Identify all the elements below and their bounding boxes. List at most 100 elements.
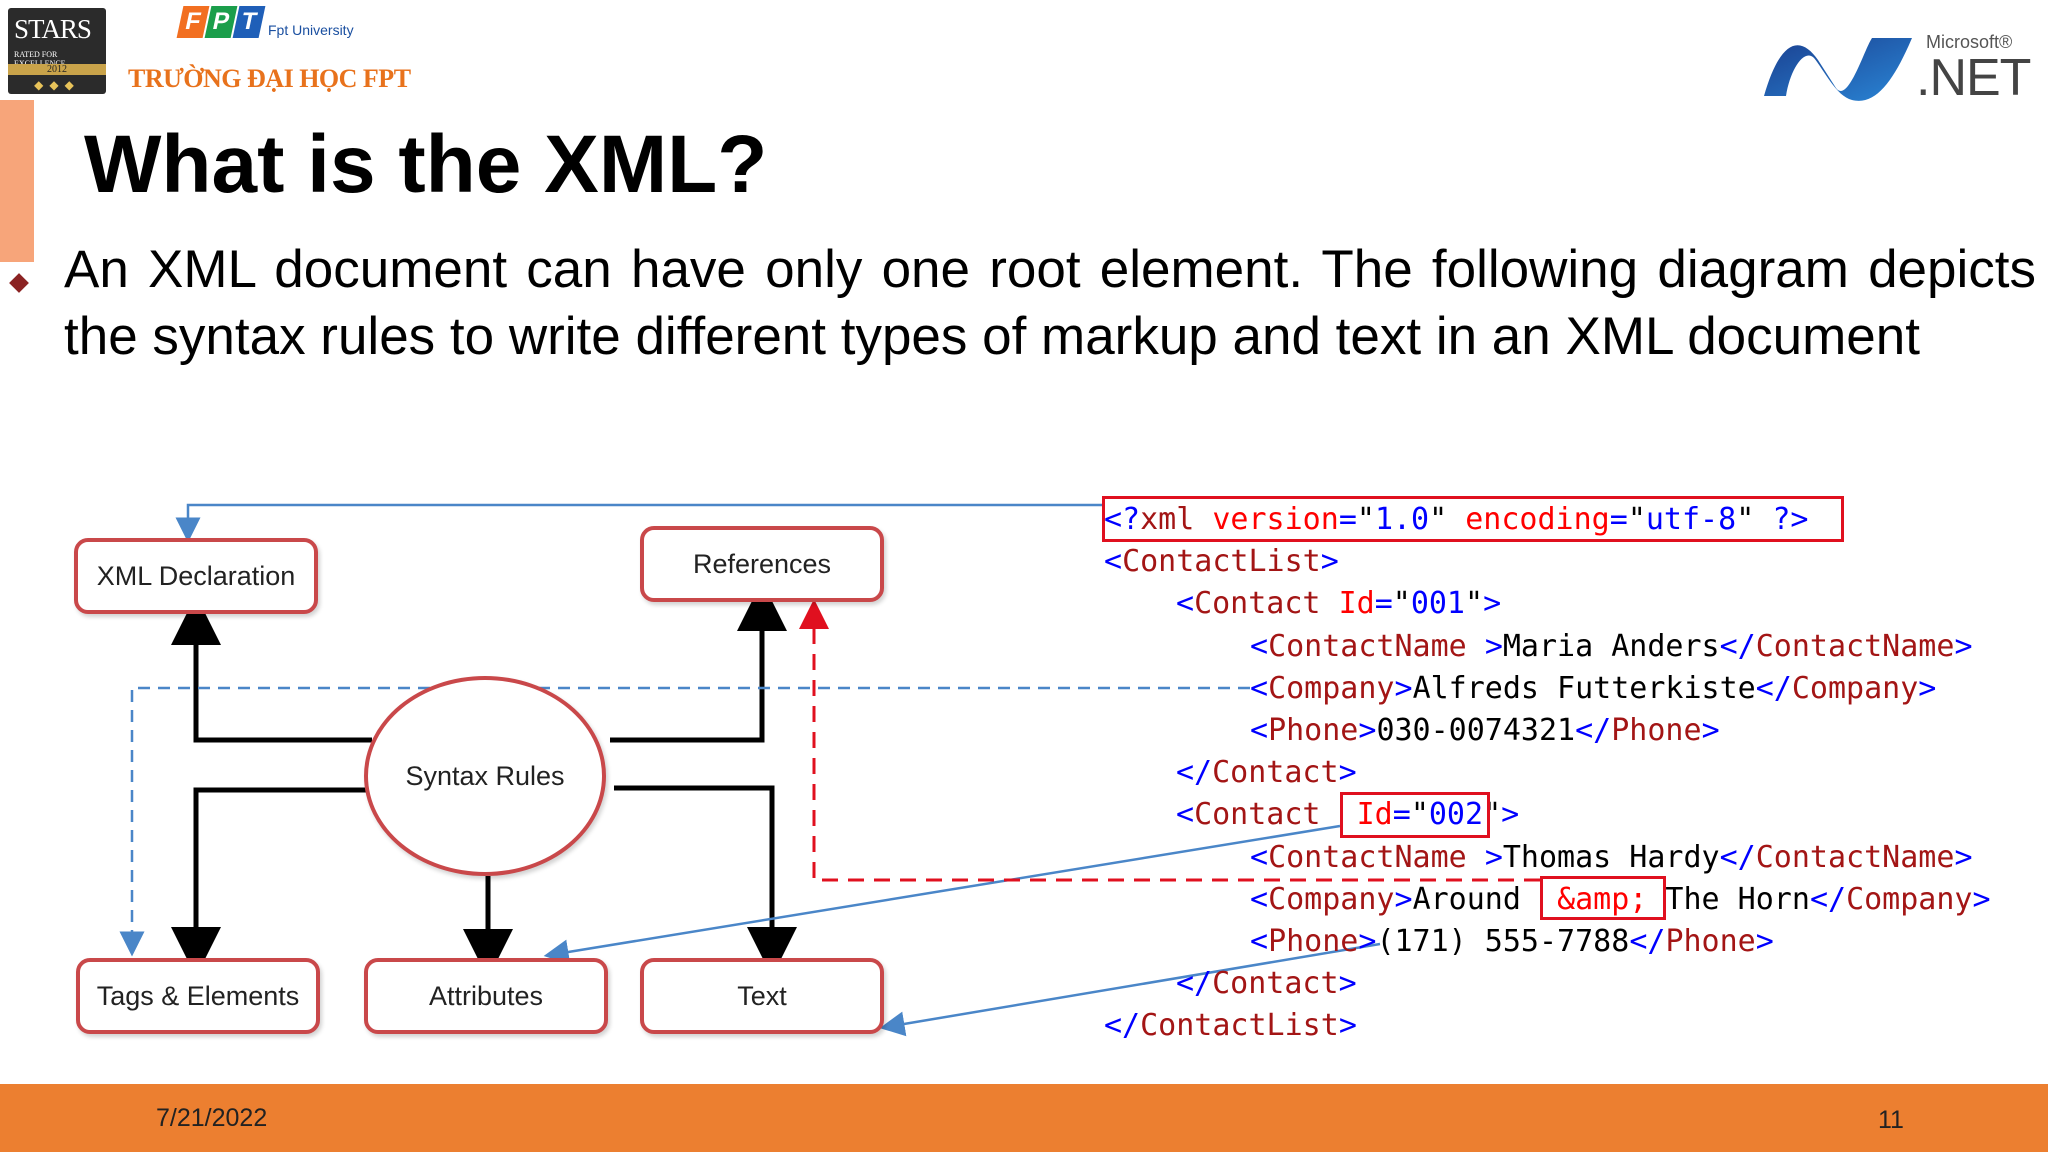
code-line: <?xml version="1.0" encoding="utf-8" ?> — [1104, 500, 1808, 540]
dotnet-wave-icon — [1764, 38, 1912, 101]
code-line: <ContactList> — [1104, 542, 1339, 582]
code-token: Phone — [1665, 924, 1756, 959]
dotnet-label: .NET — [1916, 49, 2031, 107]
code-token: Contact — [1212, 966, 1339, 1002]
code-token: ContactList — [1122, 544, 1321, 580]
code-token: Contact — [1194, 586, 1321, 622]
code-line: </ContactList> — [1104, 1006, 1357, 1046]
code-token: (171) 555-7788 — [1376, 924, 1630, 959]
fpt-subtitle: Fpt University — [268, 22, 354, 38]
code-token: > — [1972, 881, 1991, 917]
code-token: < — [1250, 924, 1269, 959]
stars-logo: STARS RATED FOR EXCELLENCE 2012 ◆◆◆ — [8, 8, 106, 94]
code-token: < — [1250, 628, 1269, 664]
footer-bar — [0, 1084, 2048, 1152]
connector-to-references — [610, 581, 787, 743]
code-line: <Company>Around &amp; The Horn</Company> — [1250, 880, 1991, 920]
code-token: Maria Anders — [1502, 628, 1720, 664]
highlight-xml-declaration — [1102, 496, 1844, 542]
code-token: 002 — [1428, 797, 1484, 833]
code-token: ContactList — [1140, 1008, 1339, 1044]
code-token: > — [1320, 544, 1339, 580]
link-references — [799, 599, 1540, 882]
link-tags-elements — [119, 686, 1250, 957]
code-token: < — [1250, 670, 1269, 706]
code-token: </ — [1176, 966, 1213, 1002]
syntax-rules-oval: Syntax Rules — [364, 676, 606, 876]
code-token: " — [1392, 586, 1411, 622]
code-token: The Horn — [1647, 881, 1810, 917]
code-token: 030-0074321 — [1376, 713, 1576, 748]
code-token: > — [1483, 586, 1502, 622]
highlight-entity-reference — [1540, 876, 1666, 920]
code-token: utf-8 — [1645, 502, 1737, 537]
code-line: </Contact> — [1176, 753, 1357, 793]
code-token: 1.0 — [1374, 502, 1430, 537]
code-token: </ — [1719, 628, 1756, 664]
code-token: Company — [1846, 881, 1973, 917]
code-token: < — [1250, 839, 1269, 875]
code-token: ContactName — [1268, 839, 1467, 875]
link-text — [879, 942, 1381, 1037]
code-token: " — [1429, 502, 1448, 537]
bullet-text: An XML document can have only one root e… — [64, 240, 2036, 366]
code-token: </ — [1809, 881, 1847, 917]
code-token: = — [1609, 502, 1628, 537]
code-token — [1467, 629, 1485, 664]
code-token: > — [1954, 839, 1973, 875]
code-token: > — [1918, 670, 1937, 706]
code-token: Company — [1268, 881, 1395, 917]
code-token: ?> — [1772, 502, 1809, 537]
stars-subtitle: RATED FOR EXCELLENCE — [14, 50, 66, 68]
code-token: Contact — [1194, 797, 1321, 833]
code-token — [1467, 840, 1485, 875]
code-token: > — [1701, 713, 1720, 748]
code-token: </ — [1629, 924, 1666, 959]
code-token: Phone — [1611, 713, 1702, 748]
code-token: 001 — [1410, 586, 1465, 622]
microsoft-label: Microsoft® — [1926, 32, 2013, 52]
dotnet-logo: Microsoft® .NET — [1760, 30, 2031, 107]
code-line: <Contact Id="001"> — [1176, 584, 1501, 624]
code-token: Alfreds Futterkiste — [1412, 670, 1756, 706]
code-token: </ — [1575, 713, 1612, 748]
link-attributes — [543, 824, 1341, 965]
code-token: > — [1484, 839, 1503, 875]
code-token: > — [1394, 670, 1413, 706]
code-token: ContactName — [1268, 628, 1467, 664]
code-token: > — [1338, 755, 1357, 791]
code-token — [1321, 586, 1339, 621]
code-line: <ContactName >Thomas Hardy</ContactName> — [1250, 838, 1973, 878]
code-token: < — [1176, 586, 1195, 622]
code-token: = — [1374, 586, 1393, 622]
code-line: <Contact Id="002"> — [1176, 795, 1519, 835]
code-token: xml — [1140, 502, 1195, 537]
code-token: ContactName — [1755, 839, 1955, 875]
tags-elements-box: Tags & Elements — [76, 958, 320, 1034]
code-token: > — [1358, 713, 1377, 748]
highlight-attribute — [1340, 792, 1490, 838]
code-token: " — [1627, 502, 1646, 537]
code-line: <Phone>(171) 555-7788</Phone> — [1250, 922, 1774, 962]
stars-year: 2012 — [8, 64, 106, 75]
code-token: > — [1358, 924, 1377, 959]
code-token: Around — [1412, 881, 1558, 917]
stars-title: STARS — [14, 14, 92, 44]
link-declaration — [175, 503, 1102, 543]
attributes-box: Attributes — [364, 958, 608, 1034]
xml-declaration-box: XML Declaration — [74, 538, 318, 614]
code-token: &amp; — [1557, 881, 1648, 917]
code-token: > — [1954, 628, 1973, 664]
text-box: Text — [640, 958, 884, 1034]
code-line: <ContactName >Maria Anders</ContactName> — [1250, 627, 1973, 667]
code-token: < — [1250, 713, 1269, 748]
accent-bar — [0, 100, 34, 262]
footer-date: 7/21/2022 — [156, 1104, 268, 1132]
stars-dots-icon: ◆◆◆ — [34, 78, 80, 92]
code-token: version — [1212, 502, 1339, 537]
connector-to-text — [614, 785, 797, 977]
code-token: ContactName — [1755, 628, 1955, 664]
code-line: <Phone>030-0074321</Phone> — [1250, 711, 1720, 751]
